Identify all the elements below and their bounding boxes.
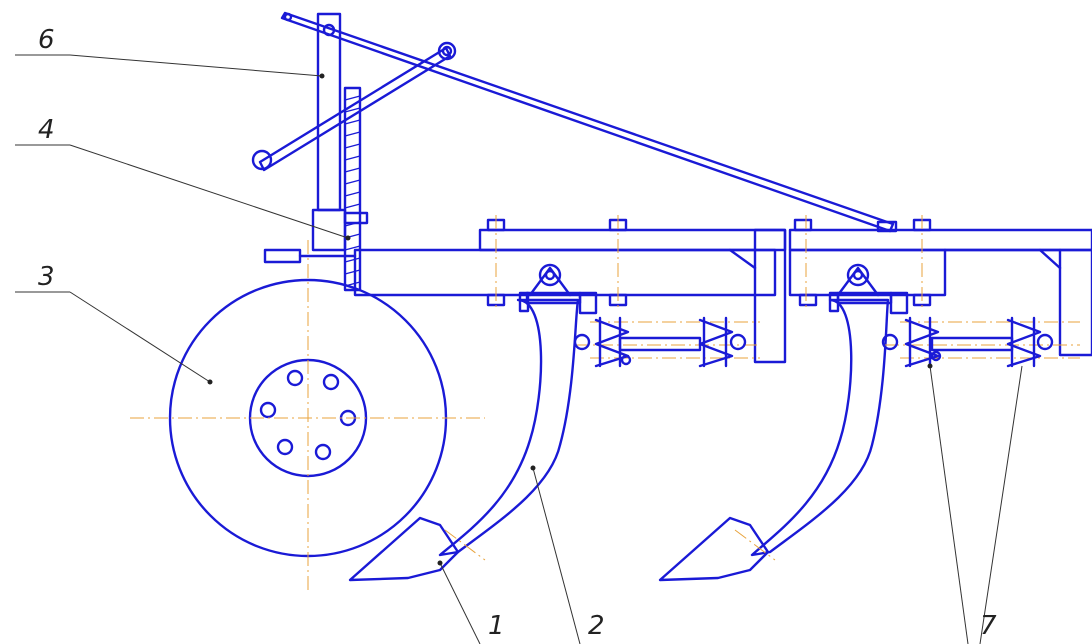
callout-2: 2 — [588, 611, 605, 641]
callout-4: 4 — [38, 115, 55, 145]
callout-3: 3 — [38, 262, 55, 292]
callout-7: 7 — [980, 611, 997, 641]
tine-2 — [658, 263, 909, 582]
support-wheel — [130, 240, 485, 590]
frame-bolts — [486, 215, 932, 310]
callout-labels: 6 4 3 1 2 7 — [38, 25, 997, 641]
depth-adjuster — [251, 12, 457, 292]
callout-1: 1 — [488, 611, 505, 641]
tine-1 — [348, 263, 598, 582]
spring-assembly-2 — [881, 316, 1080, 368]
tie-rod — [280, 11, 898, 233]
spring-assembly-1 — [573, 316, 760, 368]
leader-lines — [15, 54, 1023, 644]
main-frame — [263, 228, 1092, 364]
callout-6: 6 — [38, 25, 55, 55]
